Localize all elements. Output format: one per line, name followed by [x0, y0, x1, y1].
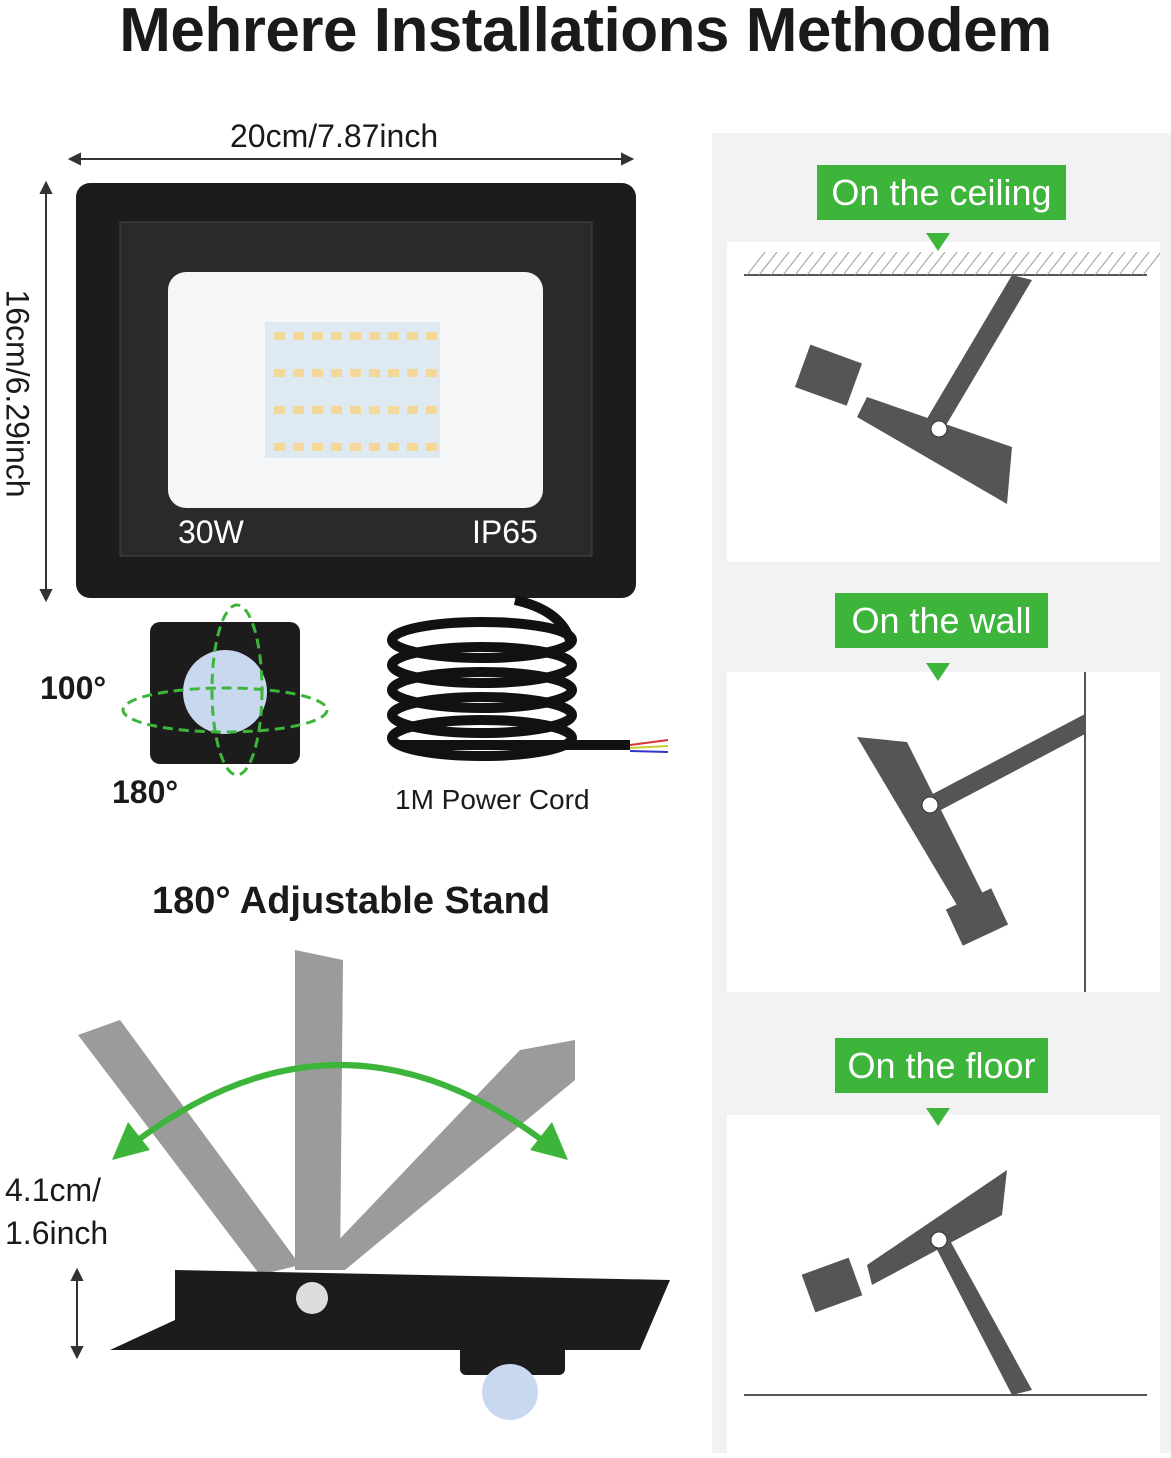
stand-depth-line1: 4.1cm/ [5, 1172, 102, 1208]
product-illustration [39, 152, 670, 1420]
pointer-icon [926, 663, 950, 681]
led-chip [331, 332, 342, 340]
led-chip [293, 406, 304, 414]
led-chip [312, 332, 323, 340]
led-chip [369, 332, 380, 340]
pointer-icon [926, 233, 950, 251]
led-chip [293, 369, 304, 377]
wall-scene [727, 672, 1160, 992]
led-chip [274, 332, 285, 340]
sensor-horizontal-angle: 180° [112, 774, 179, 810]
led-chip [426, 369, 437, 377]
led-chip [312, 443, 323, 451]
led-chip [293, 332, 304, 340]
tag-wall: On the wall [835, 593, 1048, 648]
led-chip [407, 443, 418, 451]
led-chip [293, 443, 304, 451]
led-chip [350, 443, 361, 451]
led-chip [274, 369, 285, 377]
height-label: 16cm/6.29inch [0, 289, 36, 498]
led-chip [388, 369, 399, 377]
led-chip [369, 443, 380, 451]
led-chip [407, 332, 418, 340]
led-chip [331, 406, 342, 414]
tag-ceiling: On the ceiling [817, 165, 1066, 220]
power-label: 30W [178, 514, 244, 550]
led-chip [369, 369, 380, 377]
led-chip [274, 406, 285, 414]
tag-floor: On the floor [835, 1038, 1048, 1093]
led-chip [407, 369, 418, 377]
led-chip [331, 443, 342, 451]
led-chip [407, 406, 418, 414]
pointer-icon [926, 1108, 950, 1126]
led-chip [350, 369, 361, 377]
led-chip [426, 406, 437, 414]
stand-depth-line2: 1.6inch [5, 1215, 109, 1251]
led-chip [388, 406, 399, 414]
led-chip [388, 443, 399, 451]
floor-scene [727, 1115, 1160, 1453]
led-chip [274, 443, 285, 451]
ip-rating-label: IP65 [472, 514, 538, 550]
stand-title: 180° Adjustable Stand [152, 880, 551, 922]
led-chip [312, 406, 323, 414]
led-chip [312, 369, 323, 377]
led-chip [426, 332, 437, 340]
power-cord-label: 1M Power Cord [395, 784, 590, 815]
page-title: Mehrere Installations Methodem [119, 0, 1052, 65]
led-chip [369, 406, 380, 414]
led-chip [426, 443, 437, 451]
width-label: 20cm/7.87inch [230, 118, 439, 154]
led-chip [331, 369, 342, 377]
led-chip [350, 332, 361, 340]
led-chip [388, 332, 399, 340]
led-chip [350, 406, 361, 414]
sensor-vertical-angle: 100° [40, 670, 107, 706]
ceiling-scene [727, 242, 1162, 562]
